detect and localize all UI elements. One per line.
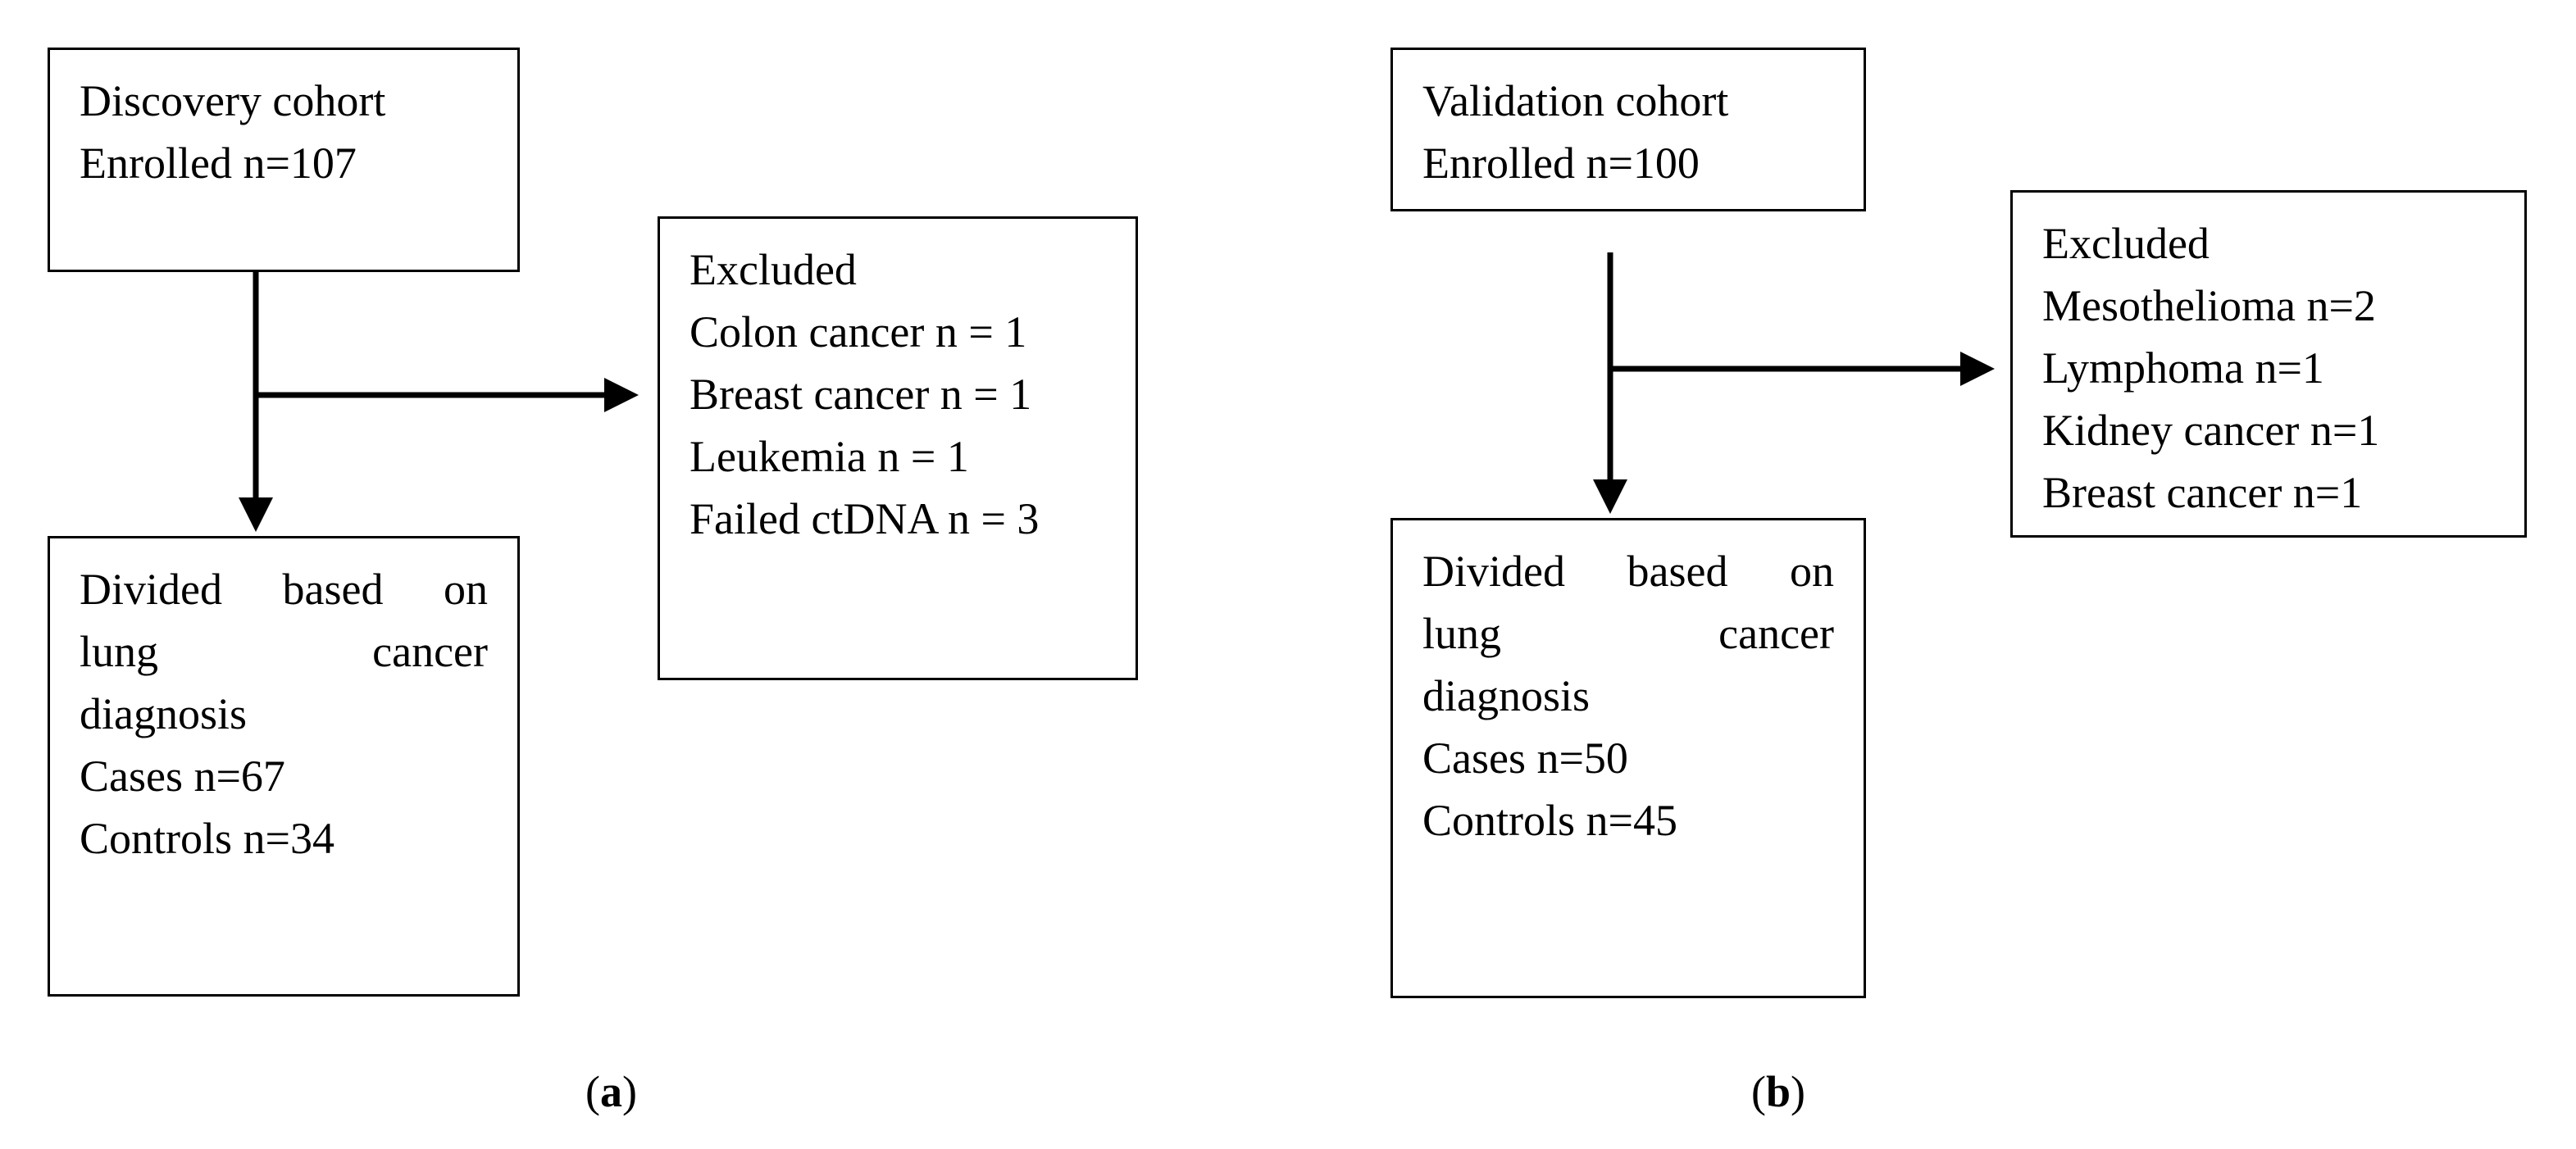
- validation-excluded-item: Breast cancer n=1: [2042, 468, 2363, 517]
- discovery-enrolled-count: Enrolled n=107: [80, 139, 357, 188]
- discovery-cohort-title: Discovery cohort: [80, 76, 386, 125]
- validation-excluded-item: Lymphoma n=1: [2042, 343, 2324, 393]
- panel-b-label: (b): [1751, 1067, 1806, 1116]
- discovery-excluded-item: Colon cancer n = 1: [690, 307, 1027, 357]
- discovery-divided-line3: diagnosis: [80, 689, 248, 738]
- validation-enrolled-count: Enrolled n=100: [1422, 139, 1700, 188]
- validation-enrolled-box: Validation cohort Enrolled n=100: [1390, 48, 1866, 211]
- discovery-divided-box: Divided based on lung cancer diagnosis C…: [48, 536, 520, 997]
- discovery-divided-line1: Divided based on: [80, 565, 488, 614]
- validation-cohort-title: Validation cohort: [1422, 76, 1729, 125]
- validation-divided-line2: lung cancer: [1422, 609, 1834, 658]
- validation-excluded-box: Excluded Mesothelioma n=2 Lymphoma n=1 K…: [2010, 190, 2527, 538]
- discovery-divided-line2: lung cancer: [80, 627, 488, 676]
- discovery-excluded-item: Breast cancer n = 1: [690, 370, 1032, 419]
- panel-a-label: (a): [585, 1067, 637, 1116]
- discovery-cases: Cases n=67: [80, 752, 285, 801]
- discovery-excluded-box: Excluded Colon cancer n = 1 Breast cance…: [658, 216, 1138, 680]
- validation-excluded-title: Excluded: [2042, 219, 2210, 268]
- validation-excluded-item: Mesothelioma n=2: [2042, 281, 2376, 330]
- validation-excluded-item: Kidney cancer n=1: [2042, 406, 2380, 455]
- validation-divided-line1: Divided based on: [1422, 547, 1834, 596]
- panel-a-letter: a: [599, 1067, 622, 1116]
- discovery-enrolled-box: Discovery cohort Enrolled n=107: [48, 48, 520, 272]
- discovery-excluded-item: Leukemia n = 1: [690, 432, 969, 481]
- panel-b-letter: b: [1765, 1067, 1791, 1116]
- discovery-controls: Controls n=34: [80, 814, 335, 863]
- validation-divided-box: Divided based on lung cancer diagnosis C…: [1390, 518, 1866, 998]
- validation-controls: Controls n=45: [1422, 796, 1677, 845]
- discovery-excluded-title: Excluded: [690, 245, 857, 294]
- validation-cases: Cases n=50: [1422, 733, 1628, 783]
- discovery-excluded-item: Failed ctDNA n = 3: [690, 494, 1040, 543]
- validation-divided-line3: diagnosis: [1422, 671, 1591, 720]
